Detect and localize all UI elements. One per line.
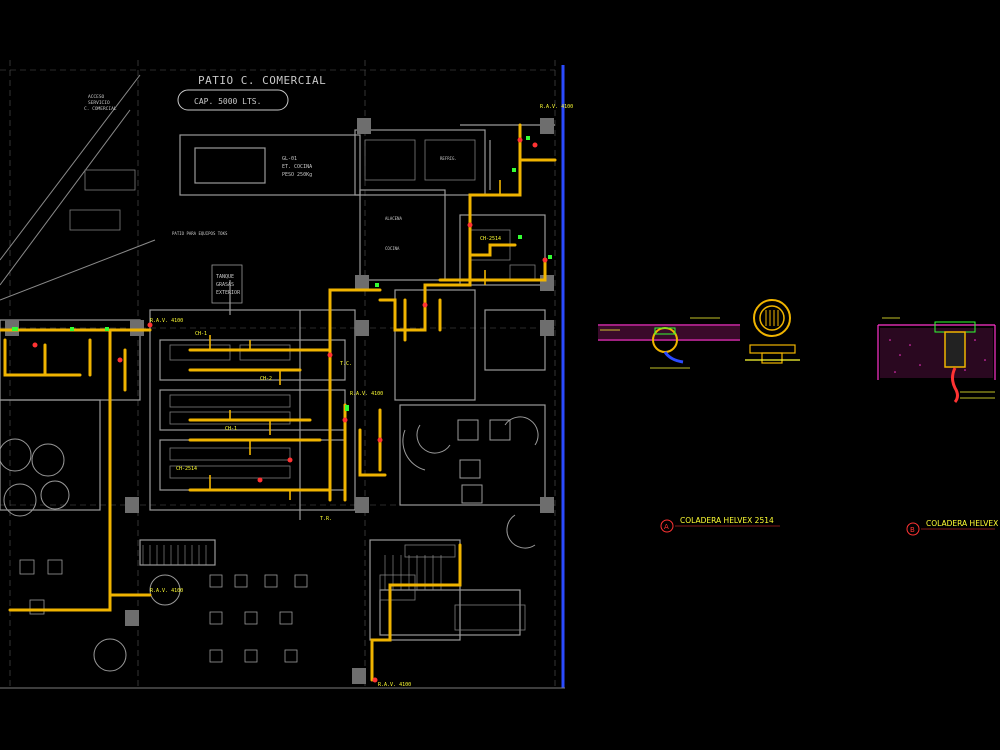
valves xyxy=(12,136,552,411)
equipment-tag-1: GL-01 xyxy=(282,156,297,162)
pipe-branches xyxy=(209,180,501,500)
round-tables xyxy=(0,438,181,672)
tank-label-1: TANQUE xyxy=(216,274,234,280)
svg-text:CH-1: CH-1 xyxy=(195,331,207,337)
pipe-fittings xyxy=(32,137,548,683)
plan-title: PATIO C. COMERCIAL xyxy=(198,74,326,87)
stair-hatch xyxy=(142,545,442,590)
detail-b-marker-circle xyxy=(906,522,920,536)
svg-text:R.A.V. 4100: R.A.V. 4100 xyxy=(150,588,183,594)
detail-a-plan-outer xyxy=(753,299,791,337)
tank-label-3: EXTERIOR xyxy=(216,290,241,296)
detail-a-marker-circle xyxy=(660,519,674,533)
equipment-tag-3: PESO 250Kg xyxy=(282,172,312,178)
dining-tables xyxy=(402,416,539,549)
svg-text:R.A.V. 4100: R.A.V. 4100 xyxy=(150,318,183,324)
detail-a: A COLADERA HELVEX 2514 xyxy=(598,299,800,533)
svg-text:T.C.: T.C. xyxy=(340,361,352,367)
svg-text:R.A.V. 4100: R.A.V. 4100 xyxy=(540,104,573,110)
svg-text:R.A.V. 4100: R.A.V. 4100 xyxy=(378,682,411,688)
service-access-line2: SERVICIO xyxy=(88,100,110,106)
structural-columns xyxy=(5,118,554,684)
kitchen-fixtures xyxy=(69,139,536,631)
svg-text:CH-2514: CH-2514 xyxy=(176,466,197,472)
room-note-3: REFRIG. xyxy=(440,156,457,161)
detail-a-plan-inner xyxy=(759,305,785,331)
room-note-2: COCINA xyxy=(385,246,400,251)
detail-a-title: COLADERA HELVEX 2514 xyxy=(680,516,774,525)
svg-text:CH-2514: CH-2514 xyxy=(480,236,501,242)
room-note-1: ALACENA xyxy=(385,216,402,221)
property-lines xyxy=(0,74,156,301)
tank-box xyxy=(211,264,243,304)
patio-equipos-label: PATIO PARA EQUIPOS TOKS xyxy=(172,231,228,236)
service-access-line1: ACCESO xyxy=(88,94,105,100)
svg-text:CH-1: CH-1 xyxy=(225,426,237,432)
svg-text:CH-2: CH-2 xyxy=(260,376,272,382)
capacity-frame xyxy=(177,89,289,111)
svg-text:T.R.: T.R. xyxy=(320,516,332,522)
tank-label-2: GRASAS xyxy=(216,282,234,288)
detail-a-marker: A xyxy=(664,523,669,531)
equipment-tag-2: ET. COCINA xyxy=(282,164,312,170)
capacity-label: CAP. 5000 LTS. xyxy=(194,97,261,106)
pipe-annotations: CH-1CH-2CH-2514 CH-1T.C.R.A.V. 4100 CH-2… xyxy=(150,104,573,688)
service-access-line3: C. COMERCIAL xyxy=(84,106,117,112)
detail-b-title: COLADERA HELVEX xyxy=(926,519,998,528)
axis-lines xyxy=(0,60,556,690)
detail-b-marker: B xyxy=(910,526,915,534)
floor-plan: CH-1CH-2CH-2514 CH-1T.C.R.A.V. 4100 CH-2… xyxy=(0,60,573,690)
svg-text:R.A.V. 4100: R.A.V. 4100 xyxy=(350,391,383,397)
chair-grid xyxy=(19,559,308,663)
walls xyxy=(0,124,555,641)
drain-pipes xyxy=(0,123,557,682)
detail-b: B COLADERA HELVEX xyxy=(877,317,998,536)
